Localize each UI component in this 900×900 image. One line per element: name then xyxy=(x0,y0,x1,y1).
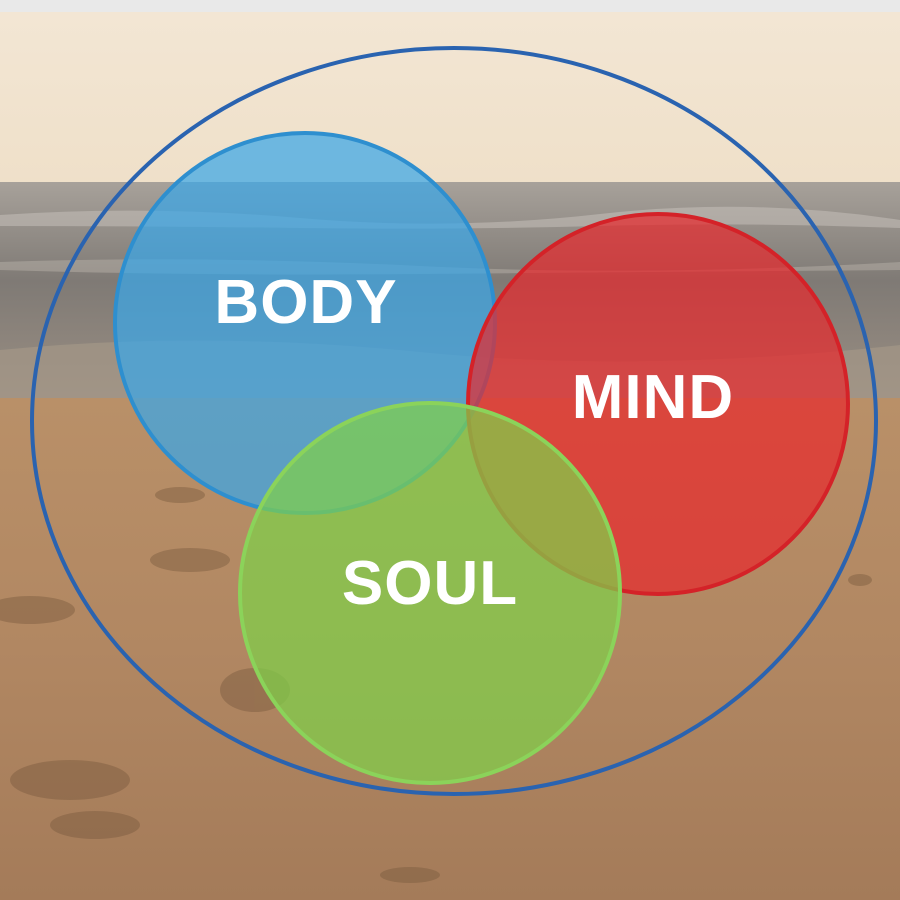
mind-label: MIND xyxy=(572,363,734,432)
soul-label: SOUL xyxy=(342,549,518,618)
footprints xyxy=(0,487,872,883)
venn-diagram: BODY MIND SOUL xyxy=(30,46,878,796)
sky xyxy=(0,12,900,184)
top-strip xyxy=(0,0,900,12)
soul-circle xyxy=(238,401,622,785)
outer-ring xyxy=(30,46,878,796)
body-label: BODY xyxy=(214,268,397,337)
